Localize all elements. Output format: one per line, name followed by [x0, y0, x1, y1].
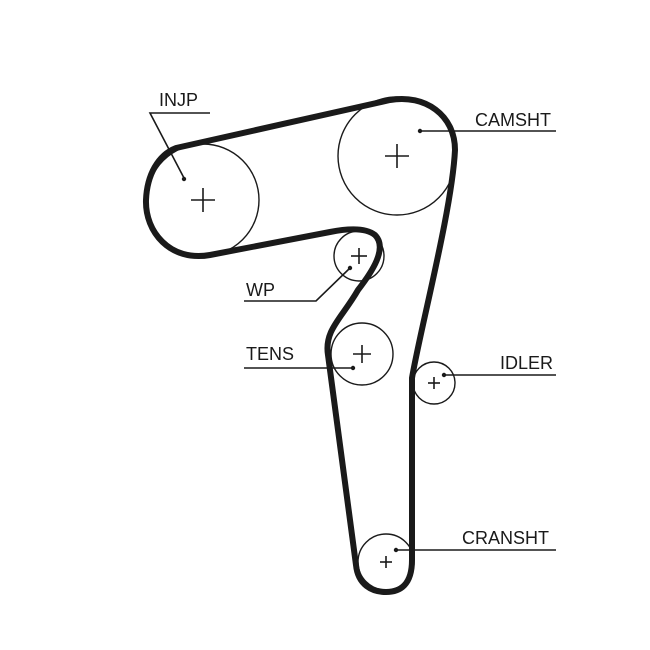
label-idler: IDLER [500, 353, 553, 373]
tensioner-pulley [330, 322, 394, 386]
camsht-leader [417, 128, 556, 134]
injp-leader [148, 112, 210, 182]
timing-belt [142, 96, 458, 595]
idler-leader [441, 372, 556, 378]
cransht-leader [393, 547, 556, 553]
tens-leader [244, 365, 356, 371]
label-injp: INJP [159, 90, 198, 110]
idler-pulley [412, 361, 456, 405]
label-cransht: CRANSHT [462, 528, 549, 548]
label-camsht: CAMSHT [475, 110, 551, 130]
camshaft-pulley [337, 96, 457, 216]
label-wp: WP [246, 280, 275, 300]
wp-leader [244, 265, 353, 302]
label-tens: TENS [246, 344, 294, 364]
